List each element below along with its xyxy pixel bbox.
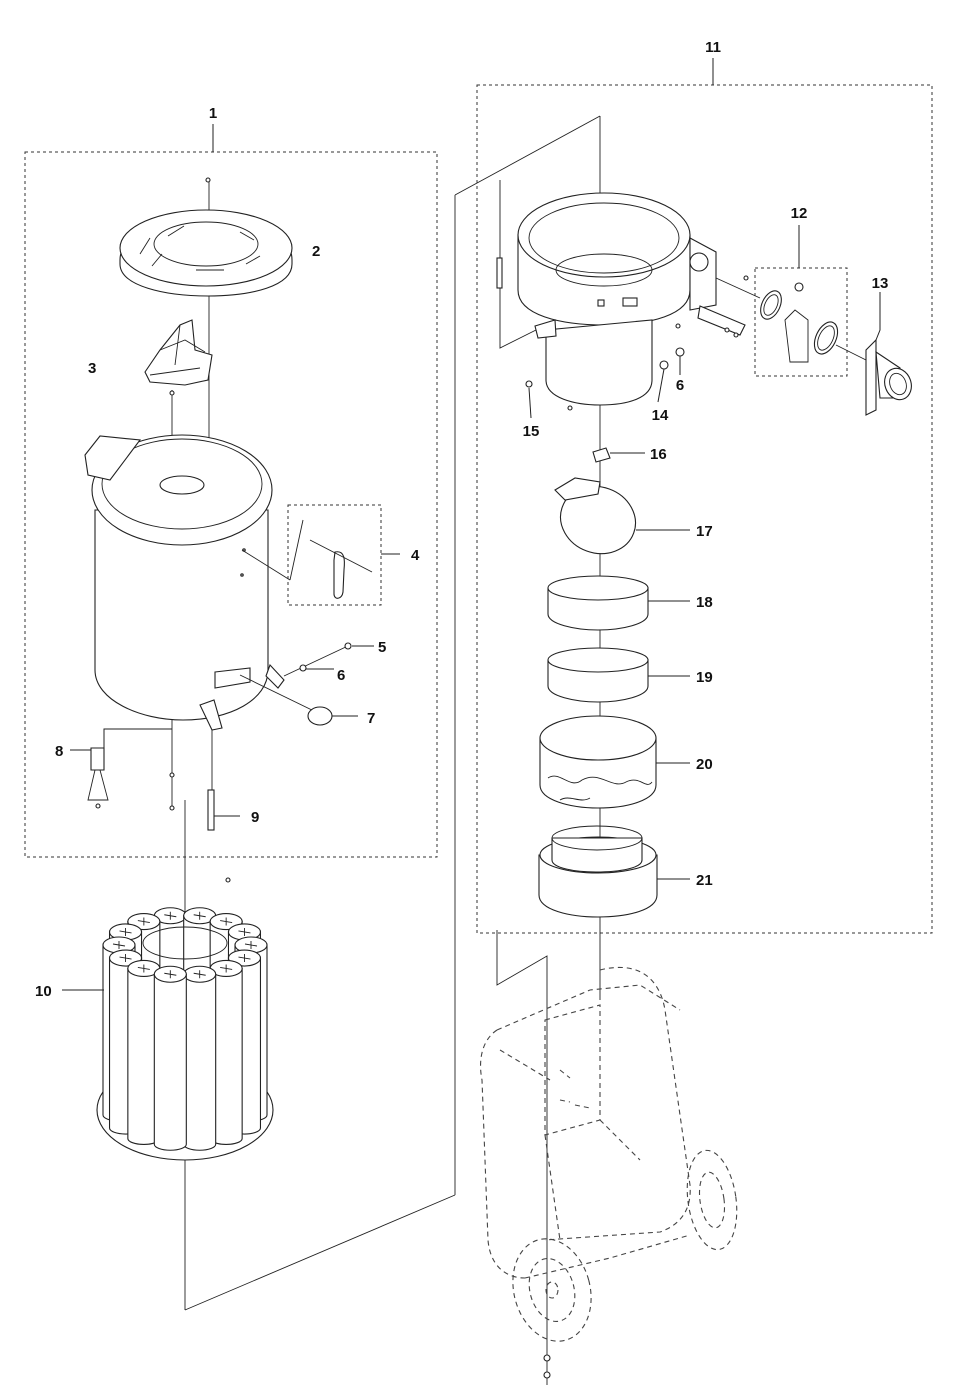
callout-14: 14: [652, 407, 669, 424]
filter-cartridge: [153, 965, 187, 1151]
part-18-band: [547, 575, 690, 631]
part-7-cap: [239, 674, 358, 726]
callout-12: 12: [791, 205, 808, 222]
callout-10: 10: [35, 983, 52, 1000]
filter-cartridge: [183, 965, 217, 1151]
part-2-top-plate: [119, 177, 293, 297]
callout-19: 19: [696, 669, 713, 686]
part-16-hinge: [592, 447, 645, 463]
part-13-inlet-adapter: [835, 292, 912, 416]
callout-15: 15: [523, 423, 540, 440]
hopper-housing: [517, 192, 746, 406]
assembly-1-boundary: [24, 124, 438, 858]
callout-20: 20: [696, 756, 713, 773]
callout-21: 21: [696, 872, 713, 889]
callout-9: 9: [251, 809, 259, 826]
part-17-flap: [554, 477, 690, 555]
callout-4: 4: [411, 547, 420, 564]
part-19-ring: [547, 647, 690, 703]
filter-hub-ring: [142, 926, 228, 960]
callout-11: 11: [705, 39, 721, 56]
callout-16: 16: [650, 446, 667, 463]
callout-2: 2: [312, 243, 320, 260]
parts-5-6-screw-washer: [283, 642, 374, 677]
assembly-11-boundary: [476, 58, 933, 934]
callout-18: 18: [696, 594, 713, 611]
part-10-filter-cluster: [62, 877, 274, 1161]
callout-13: 13: [872, 275, 889, 292]
filter-cartridge: [127, 959, 161, 1145]
part-8-latch: [70, 728, 175, 811]
part-3-bracket: [144, 319, 213, 396]
part-12-ring-set: [715, 225, 848, 377]
part-4-handle: [241, 504, 400, 606]
callout-3: 3: [88, 360, 96, 377]
main-drum-housing: [84, 434, 285, 731]
part-20-filter-bag: [539, 715, 690, 809]
callout-1: 1: [209, 105, 217, 122]
trolley-frame: [479, 966, 738, 1379]
callout-7: 7: [367, 710, 375, 727]
callout-labels: 1 2 3 4 5 6 7 8 9 10 11 12 13 6 14 15 16…: [35, 39, 888, 1000]
callout-5: 5: [378, 639, 386, 656]
callout-6-left: 6: [337, 667, 345, 684]
callout-6-right: 6: [676, 377, 684, 394]
parts-6-14-15-fasteners: [496, 257, 749, 419]
callout-17: 17: [696, 523, 713, 540]
part-9-rod: [207, 730, 240, 831]
callout-8: 8: [55, 743, 63, 760]
part-21-collar: [538, 825, 690, 918]
